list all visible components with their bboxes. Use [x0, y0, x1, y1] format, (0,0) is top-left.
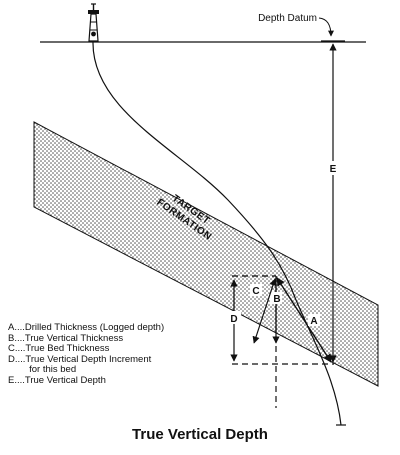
legend: A....Drilled Thickness (Logged depth) B.… — [8, 322, 165, 387]
measure-b-label: B — [273, 294, 280, 305]
measure-c-arrow — [252, 278, 277, 344]
legend-item-c: C....True Bed Thickness — [8, 343, 110, 355]
datum-leader — [318, 17, 334, 37]
legend-item-a: A....Drilled Thickness (Logged depth) — [8, 322, 165, 333]
figure-caption: True Vertical Depth — [132, 426, 268, 443]
drilling-rig-icon — [88, 3, 99, 42]
legend-item-d: D....True Vertical Depth Increment for t… — [8, 353, 152, 376]
legend-item-b: B....True Vertical Thickness — [8, 332, 124, 344]
measure-e-label: E — [330, 164, 337, 175]
measure-a-arrow — [276, 277, 332, 363]
legend-item-e: E....True Vertical Depth — [8, 374, 106, 386]
measure-c-label: C — [252, 286, 259, 297]
measure-a-label: A — [310, 316, 317, 327]
measure-d-label: D — [230, 314, 237, 325]
datum-label: Depth Datum — [258, 13, 317, 24]
